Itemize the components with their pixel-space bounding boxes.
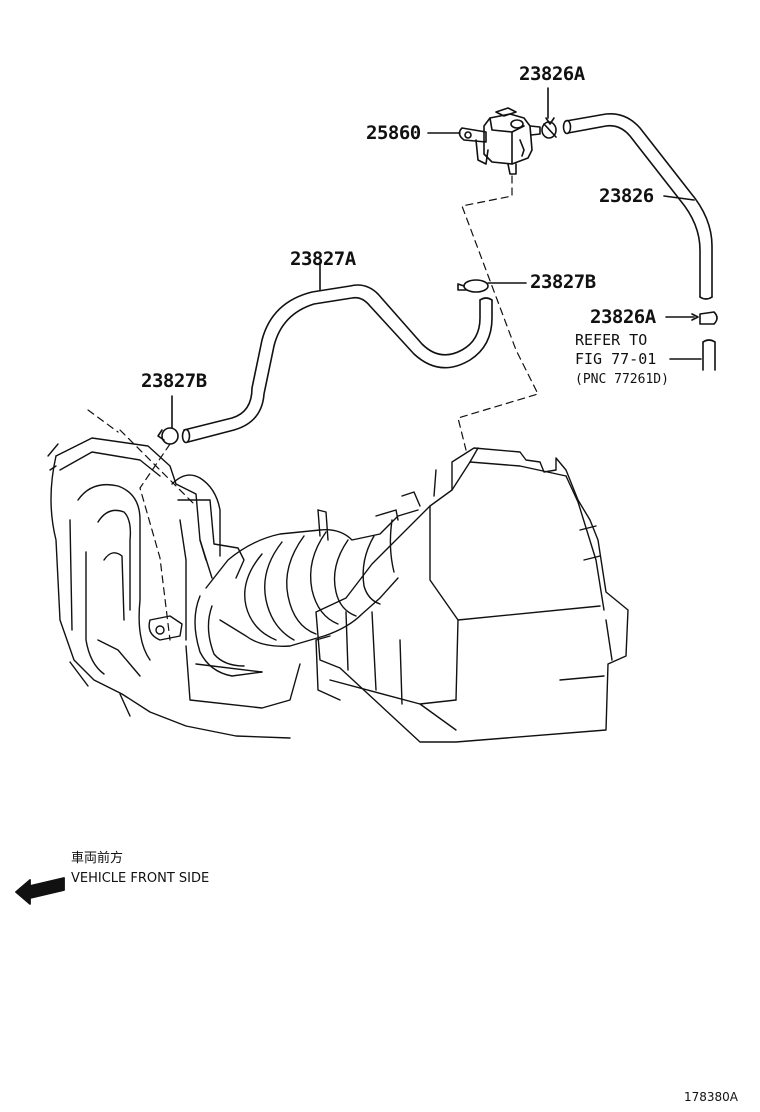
vehicle-front-jp: 車両前方 <box>71 851 124 866</box>
label-23826A-top: 23826A <box>519 63 585 85</box>
clamp-23827B-left <box>157 395 179 445</box>
hose-23827A <box>181 261 493 444</box>
illustration-code: 178380A <box>684 1090 739 1104</box>
label-23827A: 23827A <box>290 248 356 270</box>
vehicle-front-en: VEHICLE FRONT SIDE <box>71 871 210 886</box>
label-23826: 23826 <box>599 185 654 207</box>
label-23827B-right: 23827B <box>530 271 596 293</box>
vsv-25860 <box>427 107 541 175</box>
clamp-23826A-lower <box>665 311 718 325</box>
refer-note-line3: (PNC 77261D) <box>575 372 669 387</box>
label-23827B-left: 23827B <box>141 370 207 392</box>
front-arrow-icon <box>15 877 65 905</box>
refer-note-line2: FIG 77-01 <box>575 350 657 368</box>
assembly-dashed-lines <box>87 175 539 641</box>
refer-note-line1: REFER TO <box>575 331 648 349</box>
clamp-23826A-top <box>541 87 557 139</box>
clamp-23827B-right <box>457 279 527 293</box>
engine-air-cleaner <box>47 437 629 743</box>
hose-23826 <box>562 112 713 300</box>
refer-hose-stub <box>669 339 716 371</box>
label-25860: 25860 <box>366 122 421 144</box>
label-23826A-lower: 23826A <box>590 306 656 328</box>
